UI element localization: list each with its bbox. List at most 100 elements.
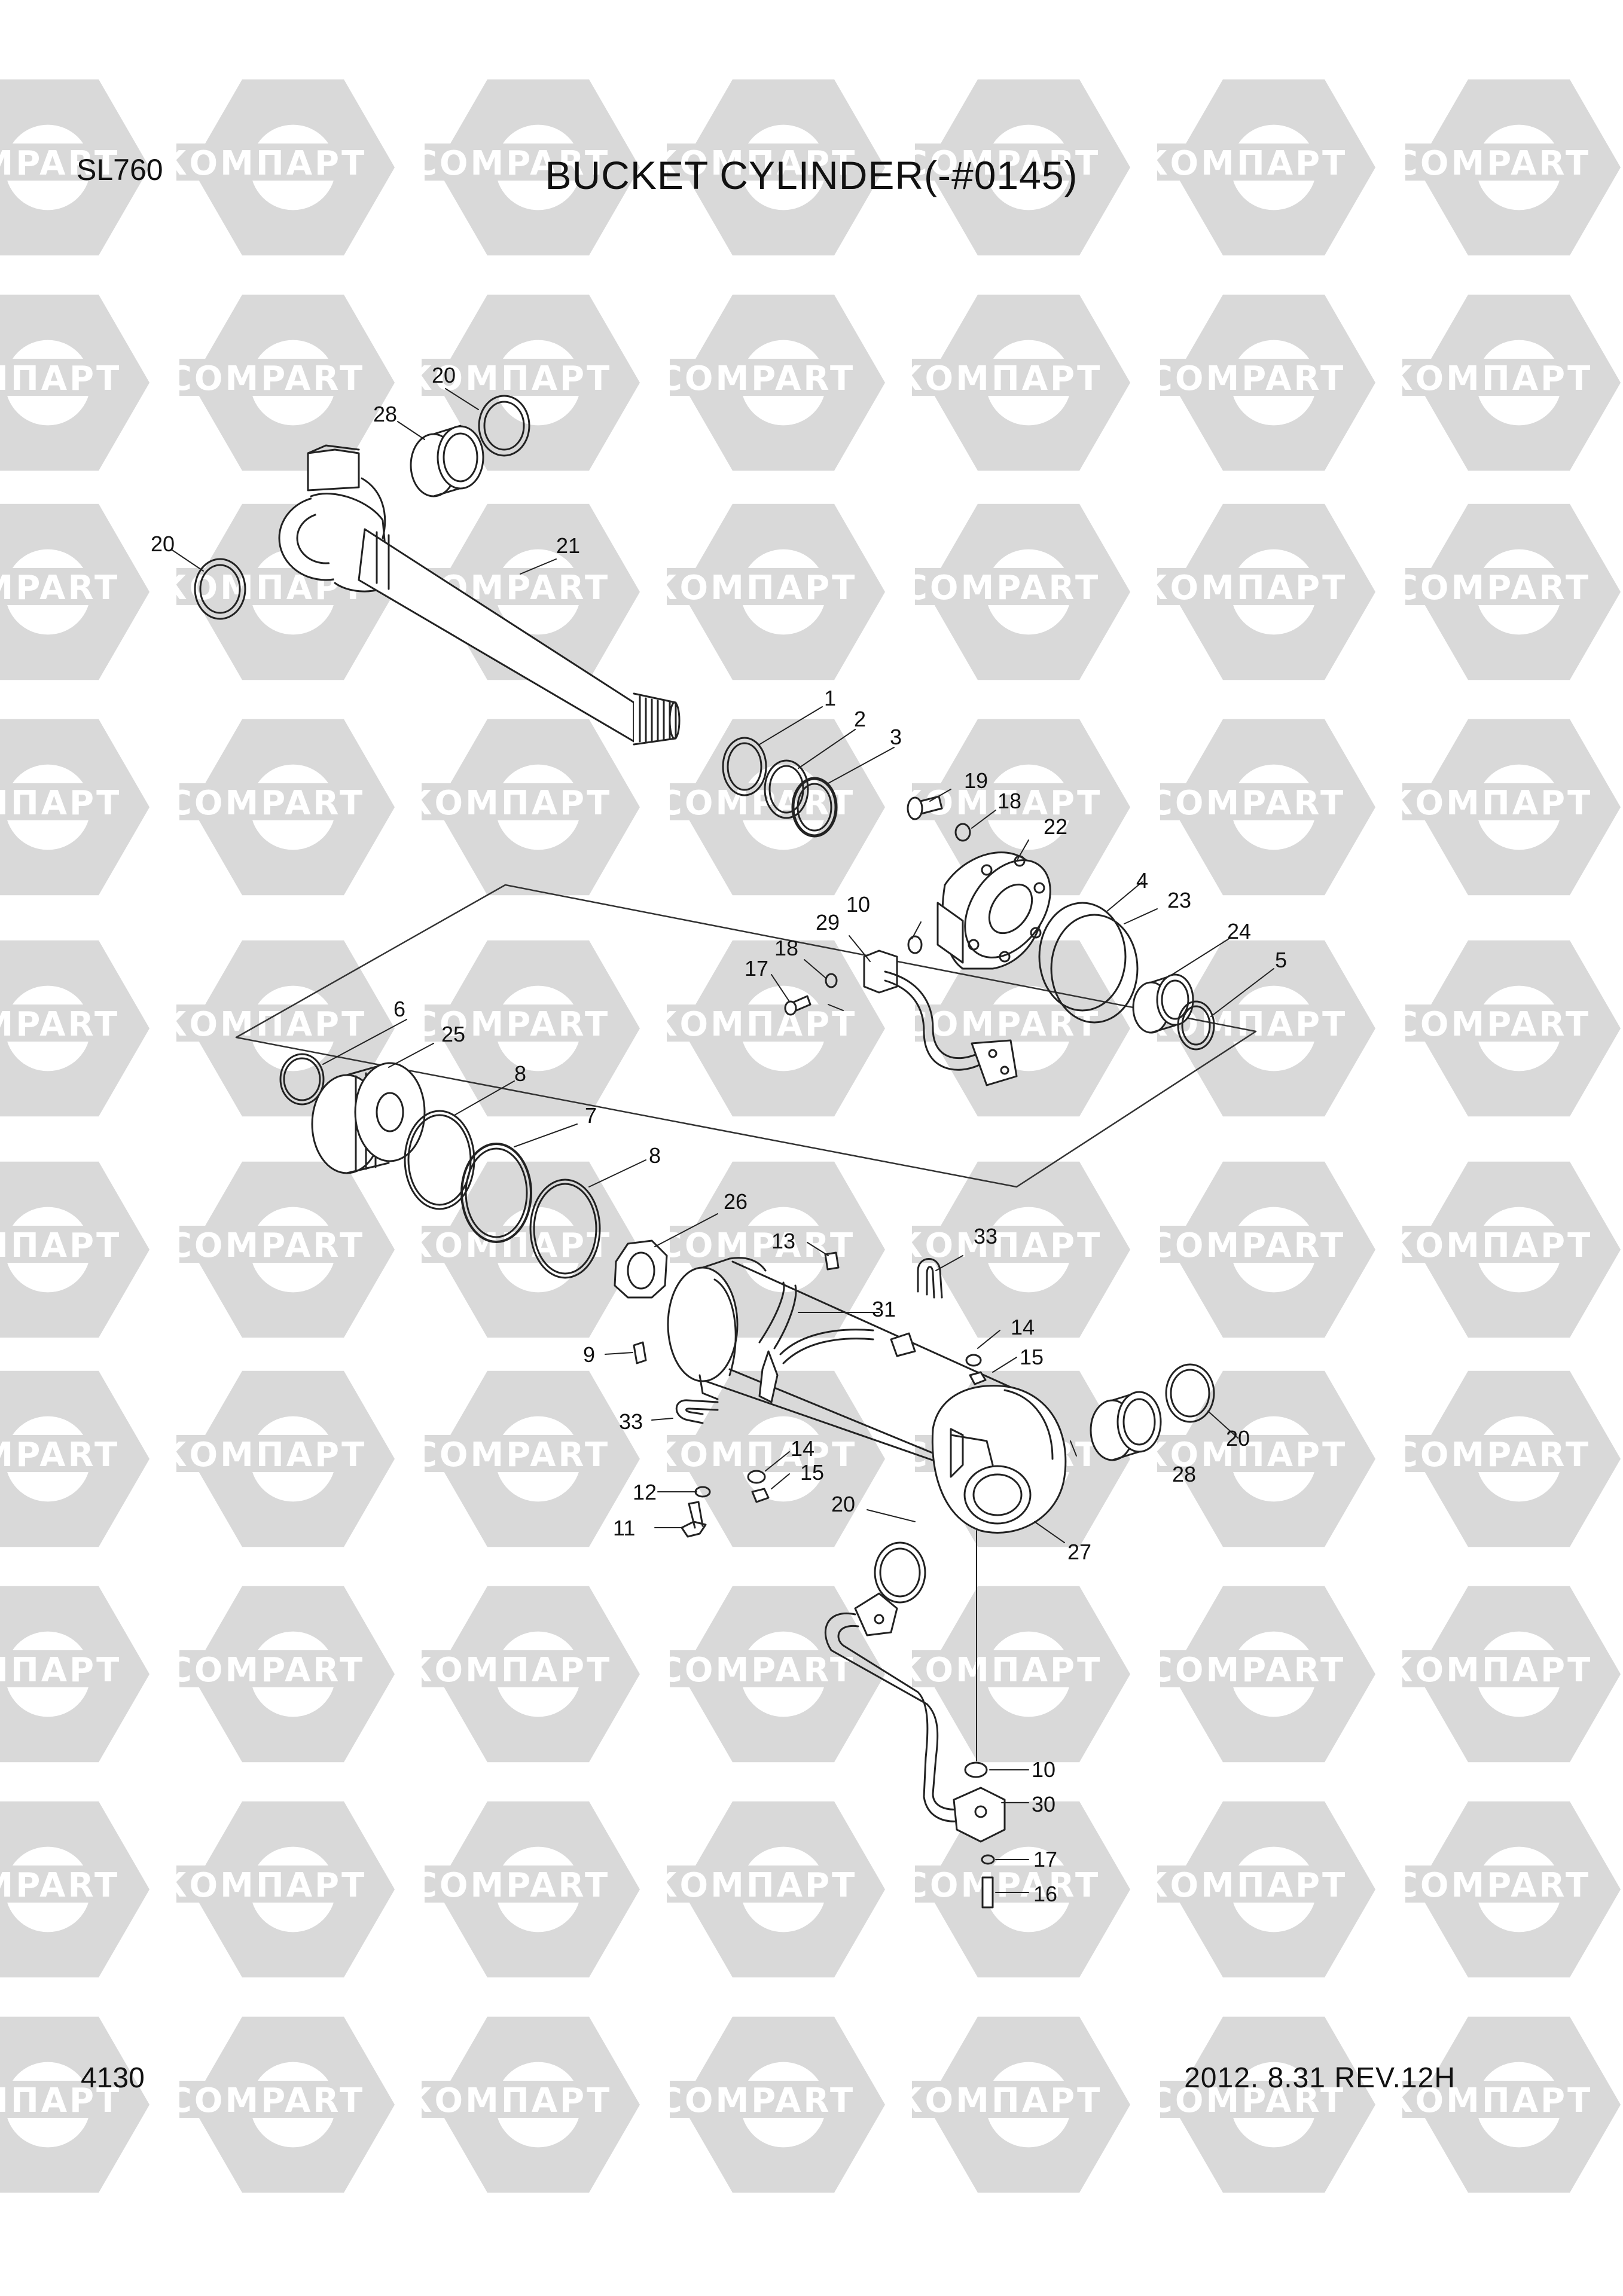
watermark-text: COMPART <box>1148 359 1346 398</box>
watermark-band <box>667 144 840 181</box>
dust-seal-lower <box>874 1541 926 1604</box>
watermark-text: COMPART <box>658 2081 855 2120</box>
watermark-band <box>0 144 108 181</box>
watermark-text: КОМПАРТ <box>650 569 858 607</box>
callout-12: 12 <box>633 1480 657 1504</box>
washer-12 <box>694 1486 711 1498</box>
callout-9: 9 <box>583 1342 595 1367</box>
watermark-band <box>667 1435 840 1472</box>
callout-1: 1 <box>824 686 836 710</box>
callout-24: 24 <box>1227 919 1251 944</box>
pin-13 <box>824 1251 840 1271</box>
watermark-band <box>422 2081 595 2118</box>
watermark-text: COMPART <box>413 1436 610 1474</box>
watermark-text: COMPART <box>0 144 120 183</box>
watermark-band <box>176 1866 350 1903</box>
watermark-band <box>1405 144 1579 181</box>
o-ring-6 <box>279 1053 325 1106</box>
watermark-text: COMPART <box>903 569 1100 607</box>
callout-20-left: 20 <box>151 532 175 556</box>
nut-15-lower <box>751 1488 770 1503</box>
seal-5 <box>1177 1000 1215 1051</box>
washer-14-upper <box>965 1354 982 1367</box>
watermark-band <box>1160 1650 1334 1687</box>
watermark-text: КОМПАРТ <box>160 1866 367 1905</box>
watermark-text: COMPART <box>0 1005 120 1044</box>
watermark-text: КОМПАРТ <box>405 1651 612 1690</box>
watermark-band <box>0 1226 105 1263</box>
callout-27: 27 <box>1067 1540 1091 1564</box>
watermark-band <box>912 2081 1085 2118</box>
callout-17-upper: 17 <box>745 956 768 981</box>
watermark-text: COMPART <box>1393 569 1591 607</box>
callout-20-lower: 20 <box>831 1492 855 1516</box>
watermark-band <box>670 1226 843 1263</box>
watermark-band <box>0 1650 105 1687</box>
watermark-text: COMPART <box>1148 2081 1346 2120</box>
watermark-band <box>179 783 353 820</box>
watermark-text: COMPART <box>658 1651 855 1690</box>
pipe-30 <box>824 1592 1006 1843</box>
watermark-band <box>1405 1435 1579 1472</box>
watermark-band <box>422 783 595 820</box>
cylinder-tube-27 <box>667 1257 1067 1534</box>
seal-1 <box>722 737 767 796</box>
watermark-band <box>0 1004 108 1042</box>
watermark-band <box>670 359 843 396</box>
callout-28-lower: 28 <box>1172 1462 1196 1486</box>
watermark-band <box>1157 1435 1331 1472</box>
watermark-band <box>176 144 350 181</box>
watermark-text: КОМПАРТ <box>160 144 367 183</box>
watermark-band <box>912 359 1085 396</box>
callout-26: 26 <box>724 1189 748 1214</box>
watermark-text: COMPART <box>1393 1866 1591 1905</box>
watermark-text: COMPART <box>903 1005 1100 1044</box>
watermark-band <box>425 144 598 181</box>
watermark-text: COMPART <box>1148 1226 1346 1265</box>
wear-ring-8b <box>529 1178 601 1279</box>
watermark-band <box>912 1650 1085 1687</box>
watermark-band <box>667 1866 840 1903</box>
watermark-band <box>1157 1866 1331 1903</box>
callout-15-lower: 15 <box>800 1460 824 1485</box>
watermark-text: COMPART <box>167 1226 365 1265</box>
nut-15-upper <box>969 1371 987 1385</box>
o-ring-10-top <box>907 935 923 954</box>
watermark-text: КОМПАРТ <box>650 1866 858 1905</box>
watermark-band <box>1157 568 1331 605</box>
washer-18-upper <box>825 973 838 988</box>
watermark-band <box>425 1435 598 1472</box>
watermark-band <box>1160 2081 1334 2118</box>
watermark-text: КОМПАРТ <box>160 1005 367 1044</box>
callout-17-lower: 17 <box>1033 1847 1057 1871</box>
watermark-text: COMPART <box>167 1651 365 1690</box>
watermark-band <box>915 144 1088 181</box>
watermark-text: КОМПАРТ <box>1140 1436 1348 1474</box>
watermark-text: COMPART <box>903 1866 1100 1905</box>
watermark-band <box>0 568 108 605</box>
bolt-16 <box>981 1876 994 1909</box>
watermark-band <box>1160 783 1334 820</box>
watermark-band <box>667 1004 840 1042</box>
bushing-24 <box>1132 973 1194 1034</box>
watermark-band <box>667 568 840 605</box>
watermark-text: КОМПАРТ <box>160 1436 367 1474</box>
callout-5: 5 <box>1275 948 1287 972</box>
watermark-text: КОМПАРТ <box>1140 144 1348 183</box>
watermark-band <box>1160 1226 1334 1263</box>
rod-cover-gland <box>936 851 1051 970</box>
watermark-band <box>1405 568 1579 605</box>
dust-seal-right <box>1165 1363 1215 1423</box>
revision-date: 2012. 8.31 REV.12H <box>1184 2062 1456 2094</box>
watermark-text: COMPART <box>0 1866 120 1905</box>
watermark-text: COMPART <box>1393 144 1591 183</box>
callout-19: 19 <box>964 768 988 793</box>
watermark-text: COMPART <box>1148 1651 1346 1690</box>
callout-10-lower: 10 <box>1032 1757 1055 1782</box>
watermark-band <box>1405 1004 1579 1042</box>
watermark-band <box>422 359 595 396</box>
bushing-lower <box>1090 1391 1162 1461</box>
watermark-text: COMPART <box>658 1226 855 1265</box>
watermark-band <box>0 359 105 396</box>
